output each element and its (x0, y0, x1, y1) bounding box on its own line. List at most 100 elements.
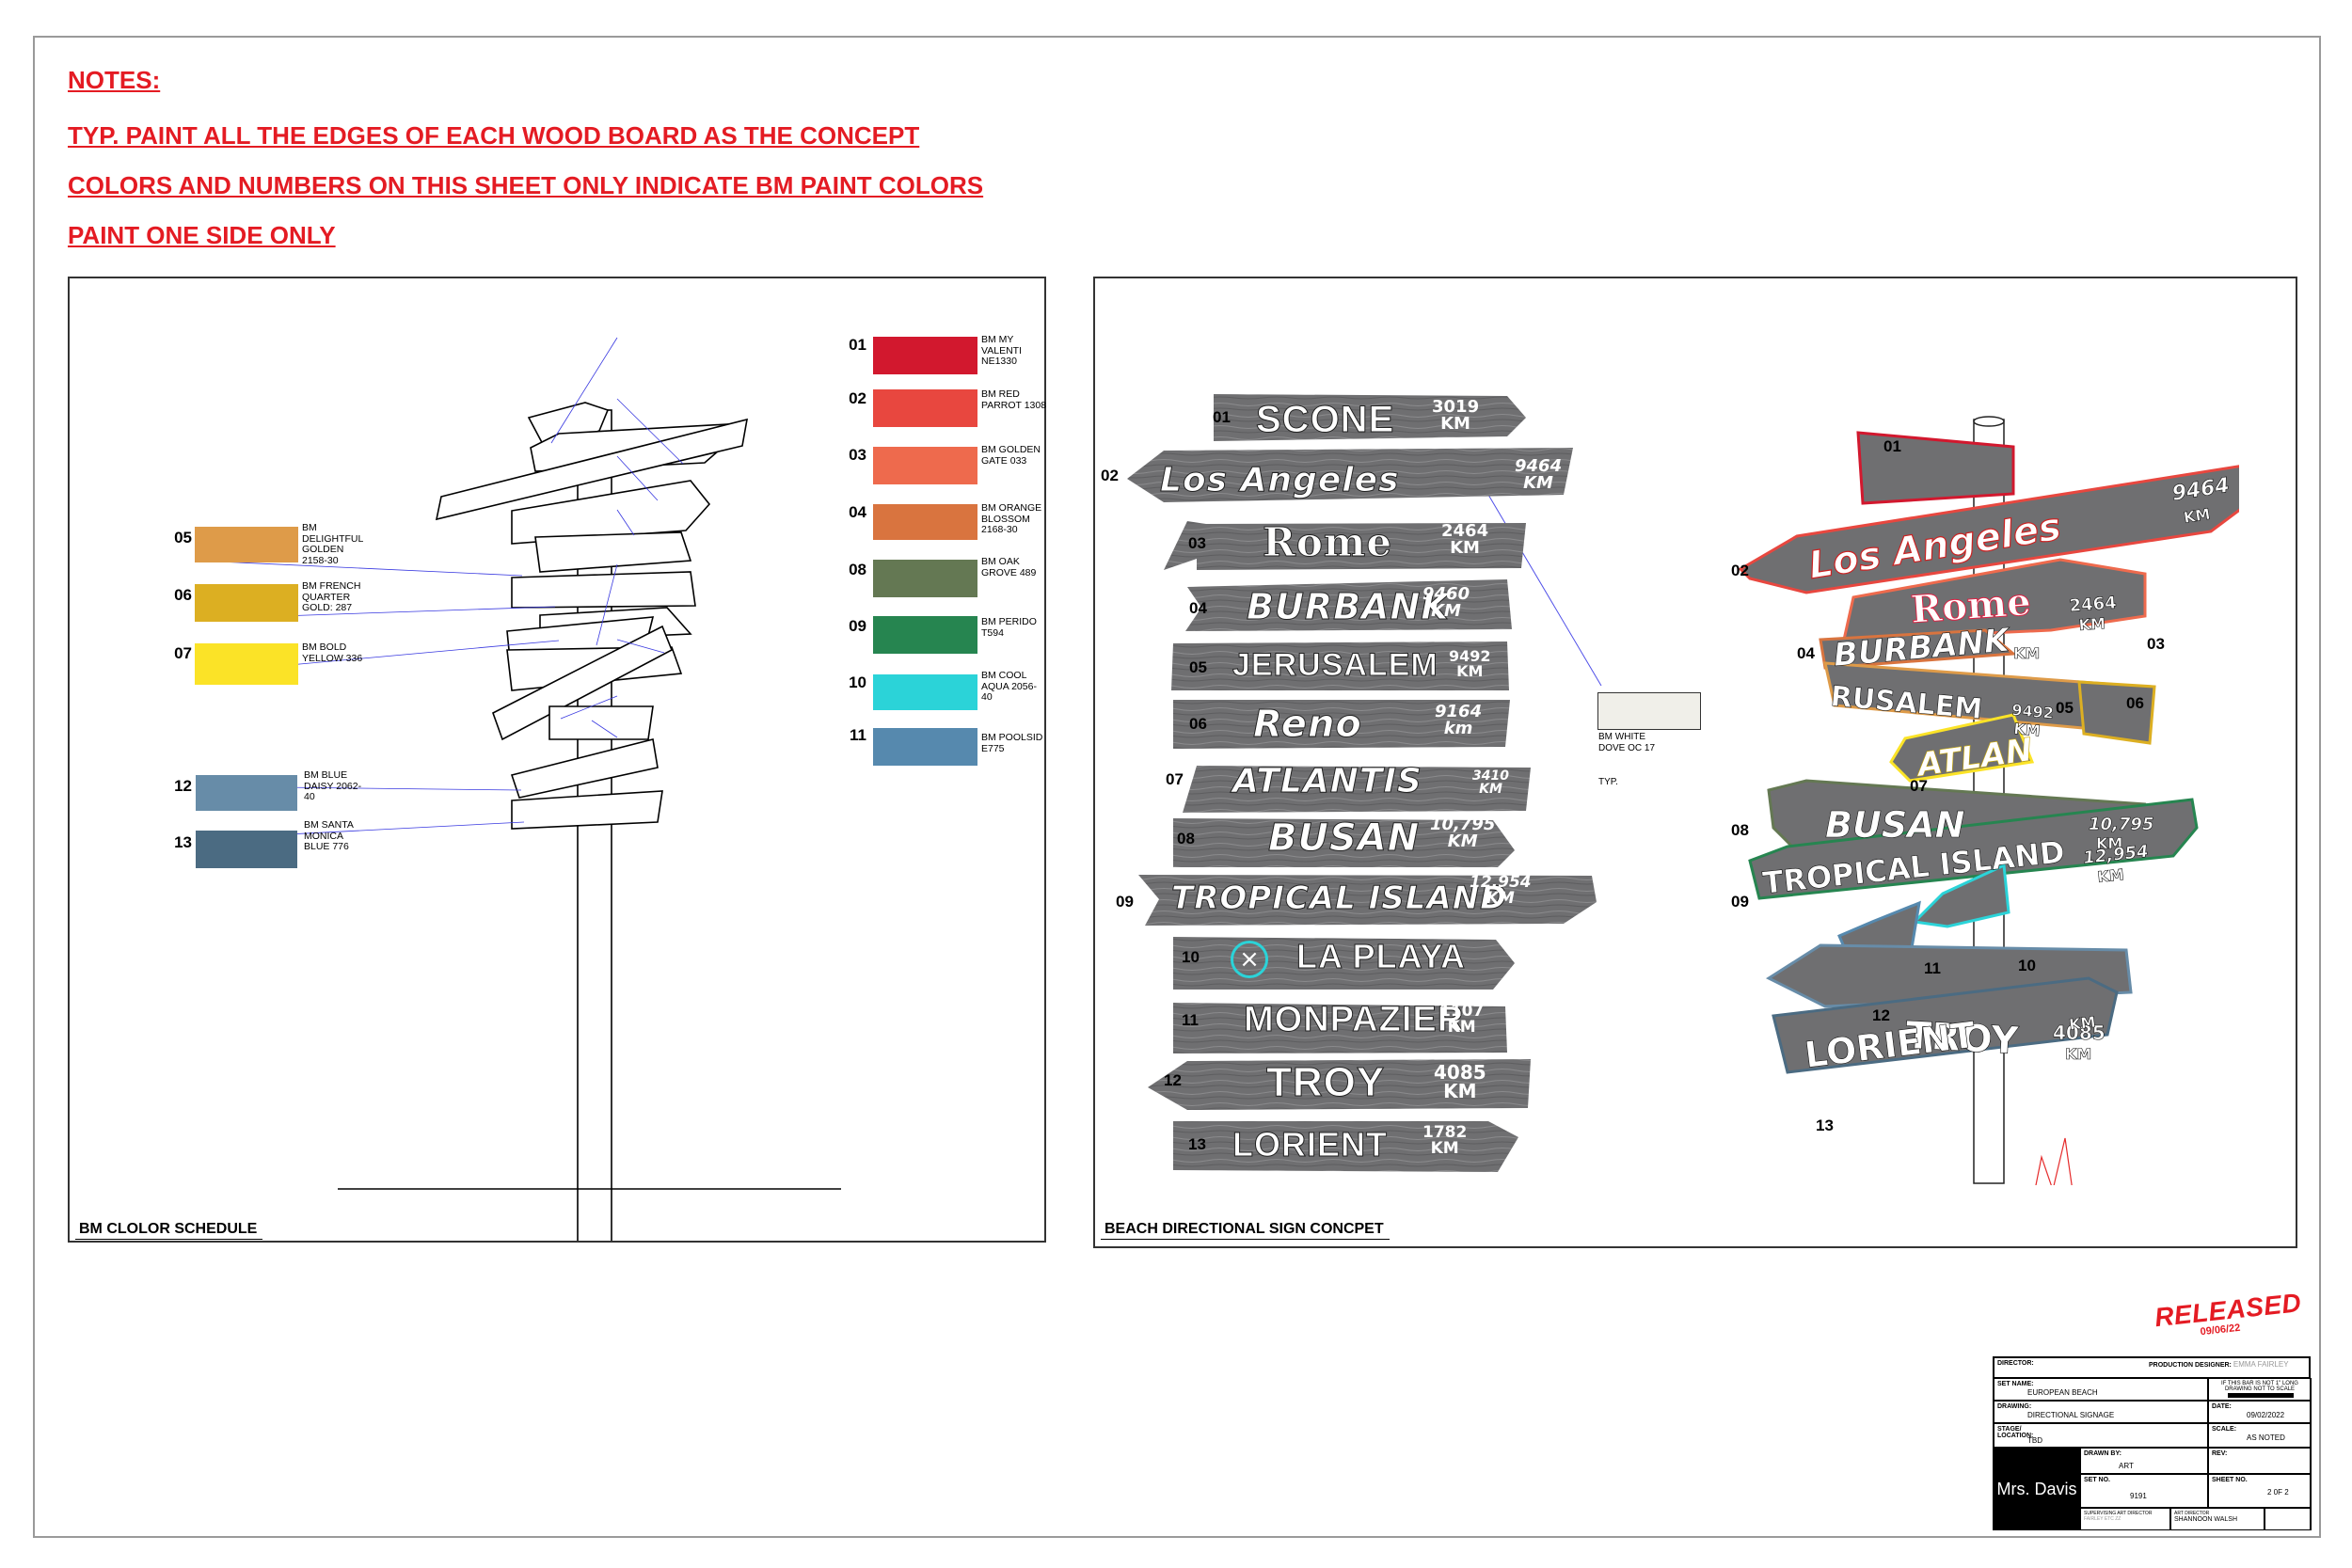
concept-board-10 (1911, 863, 2010, 928)
tb-date-key: DATE: (2212, 1403, 2232, 1410)
tb-notice-text: IF THIS BAR IS NOT 1" LONG DRAWING NOT T… (2221, 1381, 2298, 1392)
swatch-num-13: 13 (174, 833, 192, 851)
tb-sup-art-dir: SUPERVISING ART DIRECTOR FAIRLEY ETC ZZ (2080, 1508, 2170, 1530)
concept-num-08: 08 (1731, 821, 1749, 839)
board-12 (511, 790, 663, 830)
flat-num-07: 07 (1166, 770, 1184, 788)
swatch-02 (873, 389, 977, 427)
concept-text-rome-unit: KM (2078, 614, 2106, 634)
tb-rev-key: REV: (2212, 1450, 2228, 1457)
tb-sheet-no-key: SHEET NO. (2212, 1477, 2248, 1483)
tb-scale-val: AS NOTED (2247, 1433, 2285, 1442)
tb-drawing: DRAWING: DIRECTIONAL SIGNAGE (1994, 1401, 2208, 1423)
board-03 (511, 480, 711, 545)
flat-num-06: 06 (1189, 715, 1207, 733)
concept-text-busan-dist: 10,795 (2089, 815, 2153, 834)
flat-board-02 (1127, 448, 1573, 502)
concept-text-jerusalem-dist: 9492 (2011, 701, 2055, 722)
swatch-12 (196, 775, 297, 811)
tb-set-name-val: EUROPEAN BEACH (2027, 1388, 2098, 1397)
swatch-label-10: BM COOL AQUA 2056-40 (981, 670, 1037, 703)
tb-stage-key: STAGE/ LOCATION: (1997, 1426, 2034, 1439)
flat-board-city-11: MONPAZIER (1243, 1000, 1465, 1040)
concept-num-13: 13 (1816, 1117, 1834, 1134)
concept-board-07 (1889, 713, 2035, 783)
tb-sup-art-val: FAIRLEY ETC ZZ (2084, 1516, 2122, 1522)
flat-board-city-05: JERUSALEM (1232, 647, 1438, 684)
tb-date: DATE: 09/02/2022 (2208, 1401, 2312, 1423)
swatch-label-11: BM POOLSID E775 (981, 732, 1043, 754)
concept-board-13 (1772, 976, 2119, 1074)
tb-stage-val: TBD (2027, 1436, 2042, 1445)
flat-num-02: 02 (1101, 467, 1119, 484)
flat-board-city-12: TROY (1265, 1059, 1386, 1106)
tb-drawn-by-key: DRAWN BY: (2084, 1450, 2122, 1457)
concept-text-la-unit: KM (2183, 505, 2212, 527)
flat-board-12 (1148, 1059, 1531, 1110)
tb-director-key: DIRECTOR: (1997, 1360, 2034, 1367)
swatch-10 (873, 674, 977, 710)
swatch-13 (196, 831, 297, 868)
tb-set-name-key: SET NAME: (1997, 1381, 2034, 1387)
swatch-label-02: BM RED PARROT 1308 (981, 388, 1047, 411)
board-10 (548, 705, 654, 740)
sheet-border (33, 36, 2321, 1538)
concept-num-10: 10 (2018, 957, 2036, 974)
note-line-3: PAINT ONE SIDE ONLY (68, 221, 336, 249)
concept-text-troy: TROY (1904, 1014, 2020, 1063)
flat-board-city-06: Reno (1253, 703, 1362, 747)
flat-num-10: 10 (1182, 948, 1200, 966)
swatch-num-05: 05 (174, 529, 192, 546)
concept-num-06: 06 (2126, 694, 2144, 712)
tb-set-no-key: SET NO. (2084, 1477, 2111, 1483)
sign-concept-title: BEACH DIRECTIONAL SIGN CONCPET (1101, 1221, 1390, 1240)
flat-board-13 (1173, 1121, 1518, 1172)
concept-num-09: 09 (1731, 893, 1749, 911)
flat-boards (1127, 394, 1602, 1172)
swatch-03 (873, 447, 977, 484)
swatch-num-11: 11 (850, 726, 866, 744)
concept-text-troy-unit: KM (2065, 1045, 2091, 1063)
board-04 (534, 531, 692, 573)
board-05 (511, 571, 696, 609)
concept-text-jerusalem-unit: KM (2013, 720, 2042, 739)
swatch-06 (195, 584, 298, 622)
swatch-label-13: BM SANTA MONICA BLUE 776 (304, 819, 354, 852)
concept-board-09 (1748, 798, 2199, 900)
concept-num-02: 02 (1731, 562, 1749, 579)
tb-prod-designer-key: PRODUCTION DESIGNER: (2149, 1362, 2232, 1369)
concept-num-01: 01 (1883, 437, 1901, 455)
concept-num-03: 03 (2147, 635, 2165, 653)
white-dove-label: BM WHITE DOVE OC 17 (1598, 732, 1656, 753)
swatch-09 (873, 616, 977, 654)
swatch-label-04: BM ORANGE BLOSSOM 2168-30 (981, 502, 1042, 535)
swatch-07 (195, 643, 298, 685)
flat-board-08 (1173, 818, 1515, 867)
sign-concept-illustration: Los Angeles 9464 KM Rome 2464 KM BURBANK… (1731, 416, 2239, 1185)
concept-text-busan: BUSAN (1825, 804, 1964, 846)
tb-stage: STAGE/ LOCATION: TBD (1994, 1423, 2208, 1448)
flat-num-03: 03 (1188, 534, 1206, 552)
flat-num-08: 08 (1177, 830, 1195, 847)
title-block: DIRECTOR: PRODUCTION DESIGNER: EMMA FAIR… (1993, 1356, 2312, 1530)
swatch-01 (873, 337, 977, 374)
tb-set-no-val: 9191 (2130, 1492, 2147, 1500)
flat-board-city-04: BURBANK (1247, 586, 1450, 628)
tb-sheet-no-val: 2 0F 2 (2267, 1488, 2289, 1497)
flat-board-city-10: LA PLAYA (1295, 937, 1467, 976)
concept-text-rome: Rome (1909, 579, 2032, 632)
swatch-05 (195, 527, 298, 562)
white-dove-swatch (1597, 692, 1701, 730)
swatch-label-05: BM DELIGHTFUL GOLDEN 2158-30 (302, 522, 363, 566)
tb-set-no: SET NO. 9191 (2080, 1474, 2208, 1508)
flat-num-12: 12 (1164, 1071, 1182, 1089)
concept-text-lorient-unit: KM (2068, 1013, 2096, 1034)
swatch-label-01: BM MY VALENTI NE1330 (981, 334, 1022, 367)
concept-text-busan-unit: KM (2096, 834, 2122, 852)
flat-board-city-02: Los Angeles (1160, 461, 1400, 500)
swatch-label-12: BM BLUE DAISY 2062-40 (304, 769, 362, 802)
flat-board-11 (1173, 1003, 1507, 1053)
